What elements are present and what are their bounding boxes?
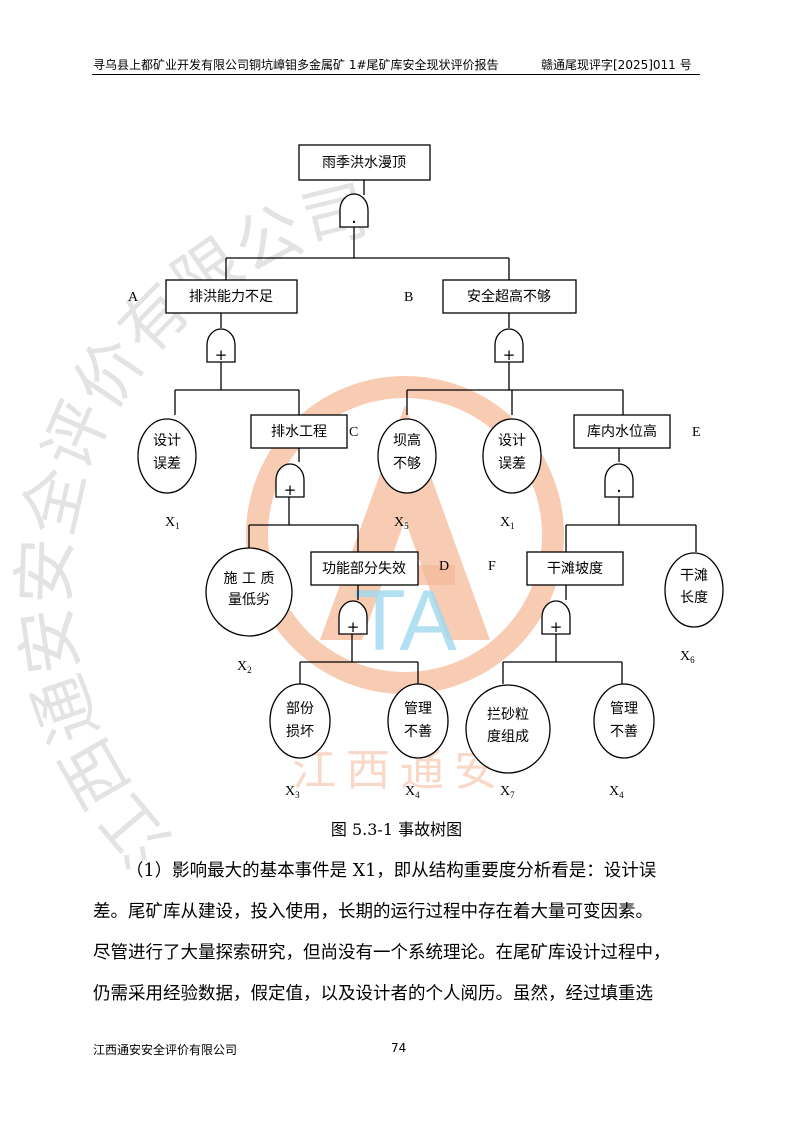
basic-event-e-x6-line2: 长度: [680, 590, 708, 606]
or-gate-b: [494, 328, 524, 363]
x-label-f-x4: X4: [609, 784, 624, 800]
and-gate-top: [339, 193, 369, 228]
basic-event-b-x5-line2: 不够: [393, 456, 421, 472]
or-gate-f-symbol: +: [550, 618, 563, 636]
basic-event-d-x3-line2: 损坏: [286, 724, 314, 740]
basic-event-d-x4-line1: 管理: [404, 701, 432, 717]
basic-event-f-x7-line1: 拦砂粒: [487, 707, 529, 723]
basic-event-e-x6-circle: [664, 552, 724, 628]
footer-company: 江西通安安全评价有限公司: [93, 1043, 238, 1057]
or-gate-a: [206, 328, 236, 363]
or-gate-c: [275, 463, 305, 498]
x-label-f-x7: X7: [500, 784, 515, 800]
basic-event-d-x4-line2: 不善: [404, 724, 432, 740]
event-e-tag: E: [692, 425, 701, 440]
event-a-label: 排洪能力不足: [189, 289, 273, 305]
basic-event-a-x1-line2: 误差: [153, 456, 181, 472]
basic-event-c-x2-line1: 施 工 质: [224, 571, 275, 587]
event-c-box: [250, 414, 348, 449]
event-d-tag: D: [439, 559, 449, 574]
basic-event-d-x3-line1: 部份: [286, 701, 314, 717]
basic-event-d-x4-circle: [387, 683, 449, 759]
paragraph-line-2: 差。尾矿库从建设，投入使用，长期的运行过程中存在着大量可变因素。: [93, 902, 653, 922]
event-b-label: 安全超高不够: [467, 288, 551, 305]
basic-event-f-x7-line2: 度组成: [487, 729, 529, 745]
event-e-box: [573, 414, 671, 449]
basic-event-f-x4-line1: 管理: [610, 701, 638, 717]
basic-event-b-x5-circle: [377, 418, 437, 494]
or-gate-c-symbol: +: [284, 481, 297, 499]
event-b-box: [442, 279, 577, 314]
event-c-label: 排水工程: [271, 424, 327, 440]
header-report-title: 寻乌县上都矿业开发有限公司铜坑嶂钼多金属矿 1#尾矿库安全现状评价报告: [93, 58, 499, 72]
and-gate-top-symbol: .: [351, 207, 357, 228]
basic-event-c-x2-line2: 量低劣: [228, 592, 270, 608]
event-f-box: [526, 551, 624, 586]
or-gate-d-symbol: +: [347, 618, 360, 636]
event-f-label: 干滩坡度: [547, 561, 603, 577]
or-gate-b-symbol: +: [503, 346, 516, 364]
or-gate-a-symbol: +: [215, 346, 228, 364]
basic-event-a-x1-line1: 设计: [153, 433, 181, 449]
basic-event-f-x4-line2: 不善: [610, 724, 638, 740]
figure-caption: 图 5.3-1 事故树图: [330, 820, 463, 839]
x-label-b-x1: X1: [500, 515, 515, 531]
page-number: 74: [391, 1041, 407, 1055]
event-f-tag: F: [488, 559, 496, 574]
event-a-tag: A: [128, 290, 139, 305]
or-gate-d: [338, 600, 368, 635]
x-label-c-x2: X2: [237, 659, 252, 675]
x-label-d-x3: X3: [285, 784, 300, 800]
basic-event-c-x2-circle: [205, 547, 293, 637]
basic-event-e-x6-line1: 干滩: [680, 568, 708, 584]
top-event-box: [298, 144, 431, 181]
basic-event-b-x1-line2: 误差: [498, 456, 526, 472]
or-gate-f: [541, 600, 571, 635]
event-a-box: [165, 279, 298, 314]
basic-event-f-x7-circle: [465, 684, 551, 774]
paragraph-line-1: （1）影响最大的基本事件是 X1，即从结构重要度分析看是：设计误: [126, 861, 657, 881]
paragraph-line-4: 仍需采用经验数据，假定值，以及设计者的个人阅历。虽然，经过填重选: [93, 984, 653, 1004]
basic-event-a-x1-circle: [137, 418, 197, 494]
basic-event-b-x1-line1: 设计: [498, 433, 526, 449]
event-b-tag: B: [404, 290, 413, 305]
x-label-b-x5: X5: [394, 515, 409, 531]
event-e-label: 库内水位高: [587, 423, 657, 440]
tree-connectors: [174, 180, 697, 684]
and-gate-e: [604, 463, 634, 498]
top-event-label: 雨季洪水漫顶: [322, 155, 406, 171]
header-report-number: 赣通尾现评字[2025]011 号: [541, 58, 692, 72]
paragraph-line-3: 尽管进行了大量探索研究，但尚没有一个系统理论。在尾矿库设计过程中，: [93, 943, 671, 963]
event-d-box: [310, 551, 419, 586]
basic-event-d-x3-circle: [269, 683, 331, 759]
x-label-a-x1: X1: [165, 515, 180, 531]
and-gate-e-symbol: .: [616, 476, 622, 497]
x-label-e-x6: X6: [680, 649, 695, 665]
event-c-tag: C: [349, 425, 358, 440]
event-d-label: 功能部分失效: [322, 561, 406, 577]
basic-event-f-x4-circle: [593, 683, 655, 759]
basic-event-b-x1-circle: [482, 418, 542, 494]
basic-event-b-x5-line1: 坝高: [393, 432, 421, 449]
header-rule: [92, 74, 700, 75]
x-label-d-x4: X4: [405, 784, 420, 800]
